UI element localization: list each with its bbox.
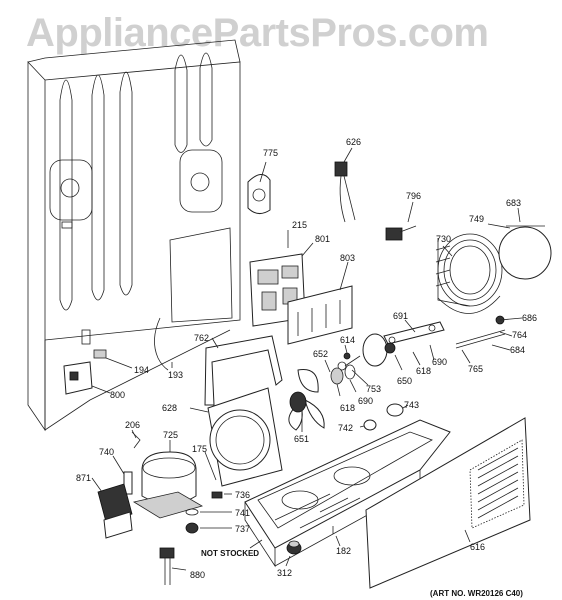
label-737: 737 bbox=[235, 524, 250, 534]
label-626: 626 bbox=[346, 137, 361, 147]
part-765-tube bbox=[455, 315, 506, 349]
label-740: 740 bbox=[99, 447, 114, 457]
label-736: 736 bbox=[235, 490, 250, 500]
watermark-text: AppliancePartsPros.com bbox=[26, 11, 489, 55]
part-194-clip bbox=[93, 349, 107, 359]
art-number-label: (ART NO. WR20126 C40) bbox=[430, 589, 523, 598]
part-628-fan-housing bbox=[207, 387, 283, 487]
part-175-bolt bbox=[204, 451, 217, 481]
label-628: 628 bbox=[162, 403, 177, 413]
part-650-fan-motor bbox=[344, 333, 396, 367]
label-206: 206 bbox=[125, 420, 140, 430]
label-684: 684 bbox=[510, 345, 525, 355]
label-651: 651 bbox=[294, 434, 309, 444]
label-686: 686 bbox=[522, 313, 537, 323]
label-650: 650 bbox=[397, 376, 412, 386]
part-736-bolt bbox=[211, 491, 223, 499]
part-730-condenser-coil bbox=[435, 233, 503, 314]
part-775-bracket bbox=[247, 174, 271, 214]
label-775: 775 bbox=[263, 148, 278, 158]
label-743: 743 bbox=[404, 400, 419, 410]
label-803: 803 bbox=[340, 253, 355, 263]
part-741-washer bbox=[185, 508, 199, 516]
part-725-compressor bbox=[132, 451, 204, 519]
label-194: 194 bbox=[134, 365, 149, 375]
label-691: 691 bbox=[393, 311, 408, 321]
label-762: 762 bbox=[194, 333, 209, 343]
label-749: 749 bbox=[469, 214, 484, 224]
label-796: 796 bbox=[406, 191, 421, 201]
label-801: 801 bbox=[315, 234, 330, 244]
part-193-tube bbox=[154, 317, 169, 371]
label-175: 175 bbox=[192, 444, 207, 454]
label-725: 725 bbox=[163, 430, 178, 440]
label-741: 741 bbox=[235, 508, 250, 518]
cabinet-back-panel bbox=[27, 39, 241, 432]
label-742: 742 bbox=[338, 423, 353, 433]
label-880: 880 bbox=[190, 570, 205, 580]
label-193: 193 bbox=[168, 370, 183, 380]
part-206-clip bbox=[131, 431, 141, 449]
part-796-connector bbox=[385, 225, 417, 241]
label-730: 730 bbox=[436, 234, 451, 244]
part-871-overload bbox=[97, 483, 133, 539]
label-753: 753 bbox=[366, 384, 381, 394]
part-737-grommet bbox=[185, 522, 199, 534]
part-800-relay bbox=[63, 361, 93, 395]
part-749-disc bbox=[498, 225, 552, 280]
label-215: 215 bbox=[292, 220, 307, 230]
label-765: 765 bbox=[468, 364, 483, 374]
label-182: 182 bbox=[336, 546, 351, 556]
part-742-grommet bbox=[363, 419, 377, 431]
label-800: 800 bbox=[110, 390, 125, 400]
part-691-bracket bbox=[383, 321, 445, 345]
part-312-grommet bbox=[286, 540, 302, 555]
not-stocked-label: NOT STOCKED bbox=[201, 549, 259, 558]
label-683: 683 bbox=[506, 198, 521, 208]
part-762-shroud bbox=[204, 335, 283, 406]
machine-compartment-base bbox=[244, 419, 451, 568]
part-743-grommet bbox=[386, 403, 404, 417]
part-740-capacitor bbox=[123, 471, 133, 495]
label-764: 764 bbox=[512, 330, 527, 340]
label-614: 614 bbox=[340, 335, 355, 345]
part-616-grille bbox=[365, 417, 531, 589]
label-618-right: 618 bbox=[416, 366, 431, 376]
part-626-harness bbox=[334, 161, 356, 223]
label-618-left: 618 bbox=[340, 403, 355, 413]
part-651-fan-blade bbox=[288, 368, 325, 431]
label-312: 312 bbox=[277, 568, 292, 578]
label-616: 616 bbox=[470, 542, 485, 552]
label-690-right: 690 bbox=[432, 357, 447, 367]
label-871: 871 bbox=[76, 473, 91, 483]
label-652: 652 bbox=[313, 349, 328, 359]
part-880-harness bbox=[159, 547, 175, 585]
part-614-nut bbox=[337, 352, 351, 371]
label-690-left: 690 bbox=[358, 396, 373, 406]
part-803-cover-plate bbox=[287, 285, 353, 345]
part-618-mount bbox=[330, 364, 356, 385]
